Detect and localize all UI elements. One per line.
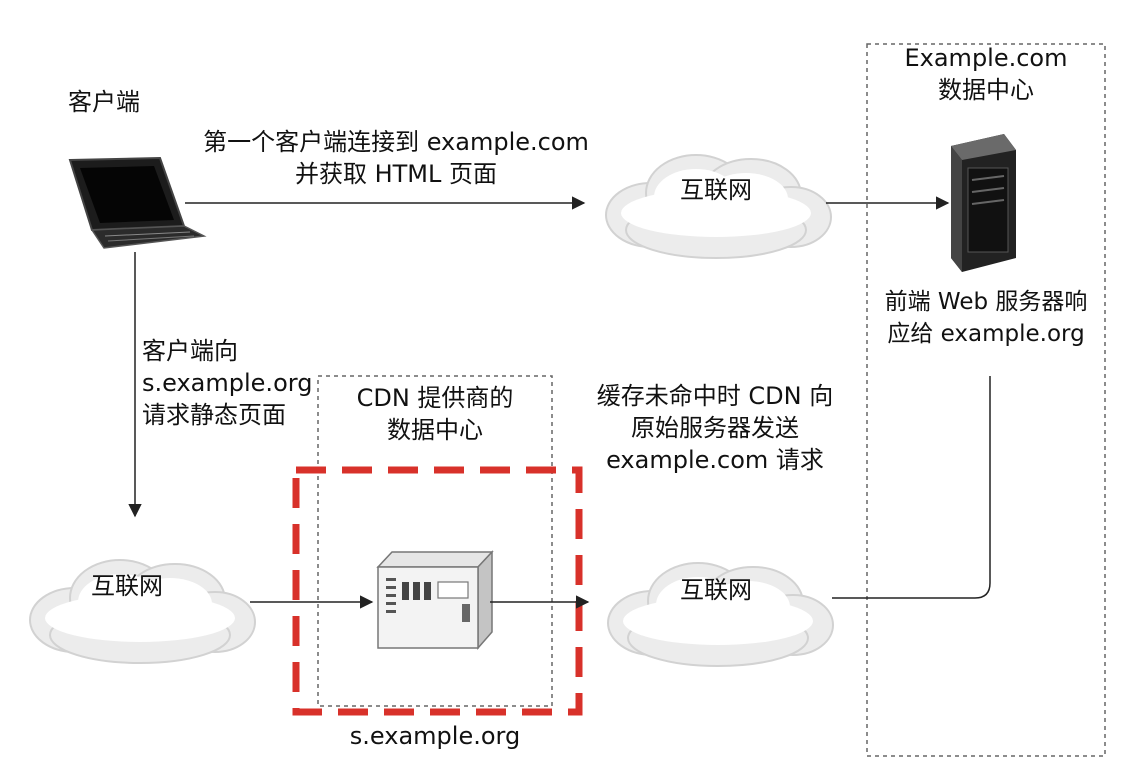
origin-dc-title-line1: Example.com [904, 44, 1068, 72]
top-flow-caption: 第一个客户端连接到 example.com 并获取 HTML 页面 [176, 126, 616, 190]
cdn-datacenter-box [317, 375, 553, 707]
laptop-icon [68, 156, 207, 249]
internet-right-label: 互联网 [656, 574, 776, 606]
cdn-dc-title-line1: CDN 提供商的 [356, 384, 514, 412]
origin-server-caption: 前端 Web 服务器响 应给 example.org [870, 286, 1102, 350]
top-flow-line2: 并获取 HTML 页面 [294, 160, 498, 188]
cdn-dc-footer: s.example.org [320, 720, 550, 752]
cdn-server-icon [376, 550, 494, 650]
origin-dc-title: Example.com 数据中心 [870, 42, 1102, 106]
cdn-dc-title-line2: 数据中心 [387, 416, 483, 444]
cdn-highlight-box [292, 466, 583, 716]
internet-top-label-text: 互联网 [680, 176, 752, 204]
cache-miss-line3: example.com 请求 [606, 446, 824, 474]
origin-server-caption-line2: 应给 example.org [887, 321, 1085, 347]
internet-left-label-text: 互联网 [91, 572, 163, 600]
left-flow-caption: 客户端向 s.example.org 请求静态页面 [142, 335, 312, 431]
cache-miss-line2: 原始服务器发送 [631, 414, 799, 442]
cdn-dc-footer-text: s.example.org [349, 722, 521, 750]
internet-cloud-top [604, 153, 833, 260]
cdn-dc-title: CDN 提供商的 数据中心 [320, 382, 550, 446]
cache-miss-line1: 缓存未命中时 CDN 向 [596, 382, 834, 410]
origin-dc-title-line2: 数据中心 [938, 76, 1034, 104]
top-flow-line1: 第一个客户端连接到 example.com [203, 128, 589, 156]
cache-miss-caption: 缓存未命中时 CDN 向 原始服务器发送 example.com 请求 [570, 380, 860, 476]
internet-right-label-text: 互联网 [680, 576, 752, 604]
origin-server-caption-line1: 前端 Web 服务器响 [884, 289, 1088, 315]
origin-datacenter-box [866, 43, 1106, 757]
left-flow-line3: 请求静态页面 [142, 401, 286, 429]
left-flow-line2: s.example.org [142, 369, 313, 397]
origin-server-icon [951, 134, 1016, 272]
client-label-text: 客户端 [68, 88, 140, 116]
client-label: 客户端 [68, 86, 140, 118]
line-internet-to-origin [832, 376, 991, 599]
internet-left-label: 互联网 [62, 570, 192, 602]
left-flow-line1: 客户端向 [142, 337, 238, 365]
internet-top-label: 互联网 [656, 174, 776, 206]
